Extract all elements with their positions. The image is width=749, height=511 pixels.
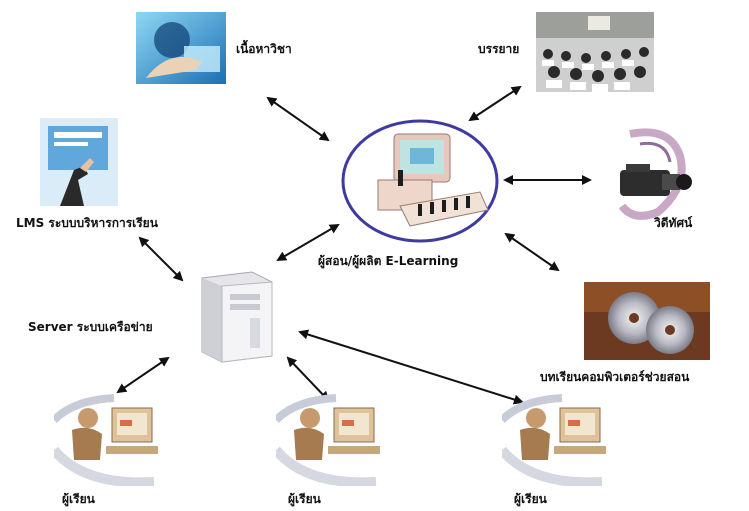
server-node xyxy=(188,268,280,364)
content-label: เนื้อหาวิชา xyxy=(236,42,292,56)
arrow-lecture-center xyxy=(468,85,522,122)
cai-label: บทเรียนคอมพิวเตอร์ช่วยสอน xyxy=(540,370,690,384)
center-label: ผู้สอน/ผู้ผลิต E-Learning xyxy=(318,254,459,268)
cd-disc-icon xyxy=(584,282,710,360)
lms-label: LMS ระบบบริหารการเรียน xyxy=(16,216,158,230)
lecture-hall-photo xyxy=(536,12,654,92)
learner-node-3 xyxy=(502,390,622,486)
server-tower-icon xyxy=(201,271,273,363)
learner-at-computer-icon xyxy=(502,394,606,486)
hand-pointing-document-icon xyxy=(40,118,118,206)
learner-label-3: ผู้เรียน xyxy=(514,492,547,506)
lecture-node xyxy=(536,12,654,92)
server-label: Server ระบบเครือข่าย xyxy=(28,320,153,334)
video-node xyxy=(600,126,700,224)
arrow-content-center xyxy=(266,96,330,142)
lecture-label: บรรยาย xyxy=(478,42,520,56)
arrow-server-center xyxy=(276,223,340,262)
arrow-center-cai xyxy=(504,232,560,272)
lms-node xyxy=(40,118,118,206)
learner-node-1 xyxy=(54,390,174,486)
learner-node-2 xyxy=(276,390,396,486)
arrow-server-learner1 xyxy=(116,356,170,394)
video-camera-film-icon xyxy=(618,128,692,220)
hand-touching-screen-icon xyxy=(136,12,226,84)
cai-node xyxy=(584,282,710,360)
arrow-lms-server xyxy=(138,236,184,282)
video-label: วิดีทัศน์ xyxy=(654,216,693,230)
learner-label-1: ผู้เรียน xyxy=(62,492,95,506)
learner-label-2: ผู้เรียน xyxy=(288,492,321,506)
content-node xyxy=(136,12,226,84)
learner-at-computer-icon xyxy=(54,394,158,486)
learner-at-computer-icon xyxy=(276,394,380,486)
center-node xyxy=(340,118,500,244)
computer-with-figures-icon xyxy=(341,119,499,243)
arrow-server-learner3 xyxy=(298,329,524,405)
